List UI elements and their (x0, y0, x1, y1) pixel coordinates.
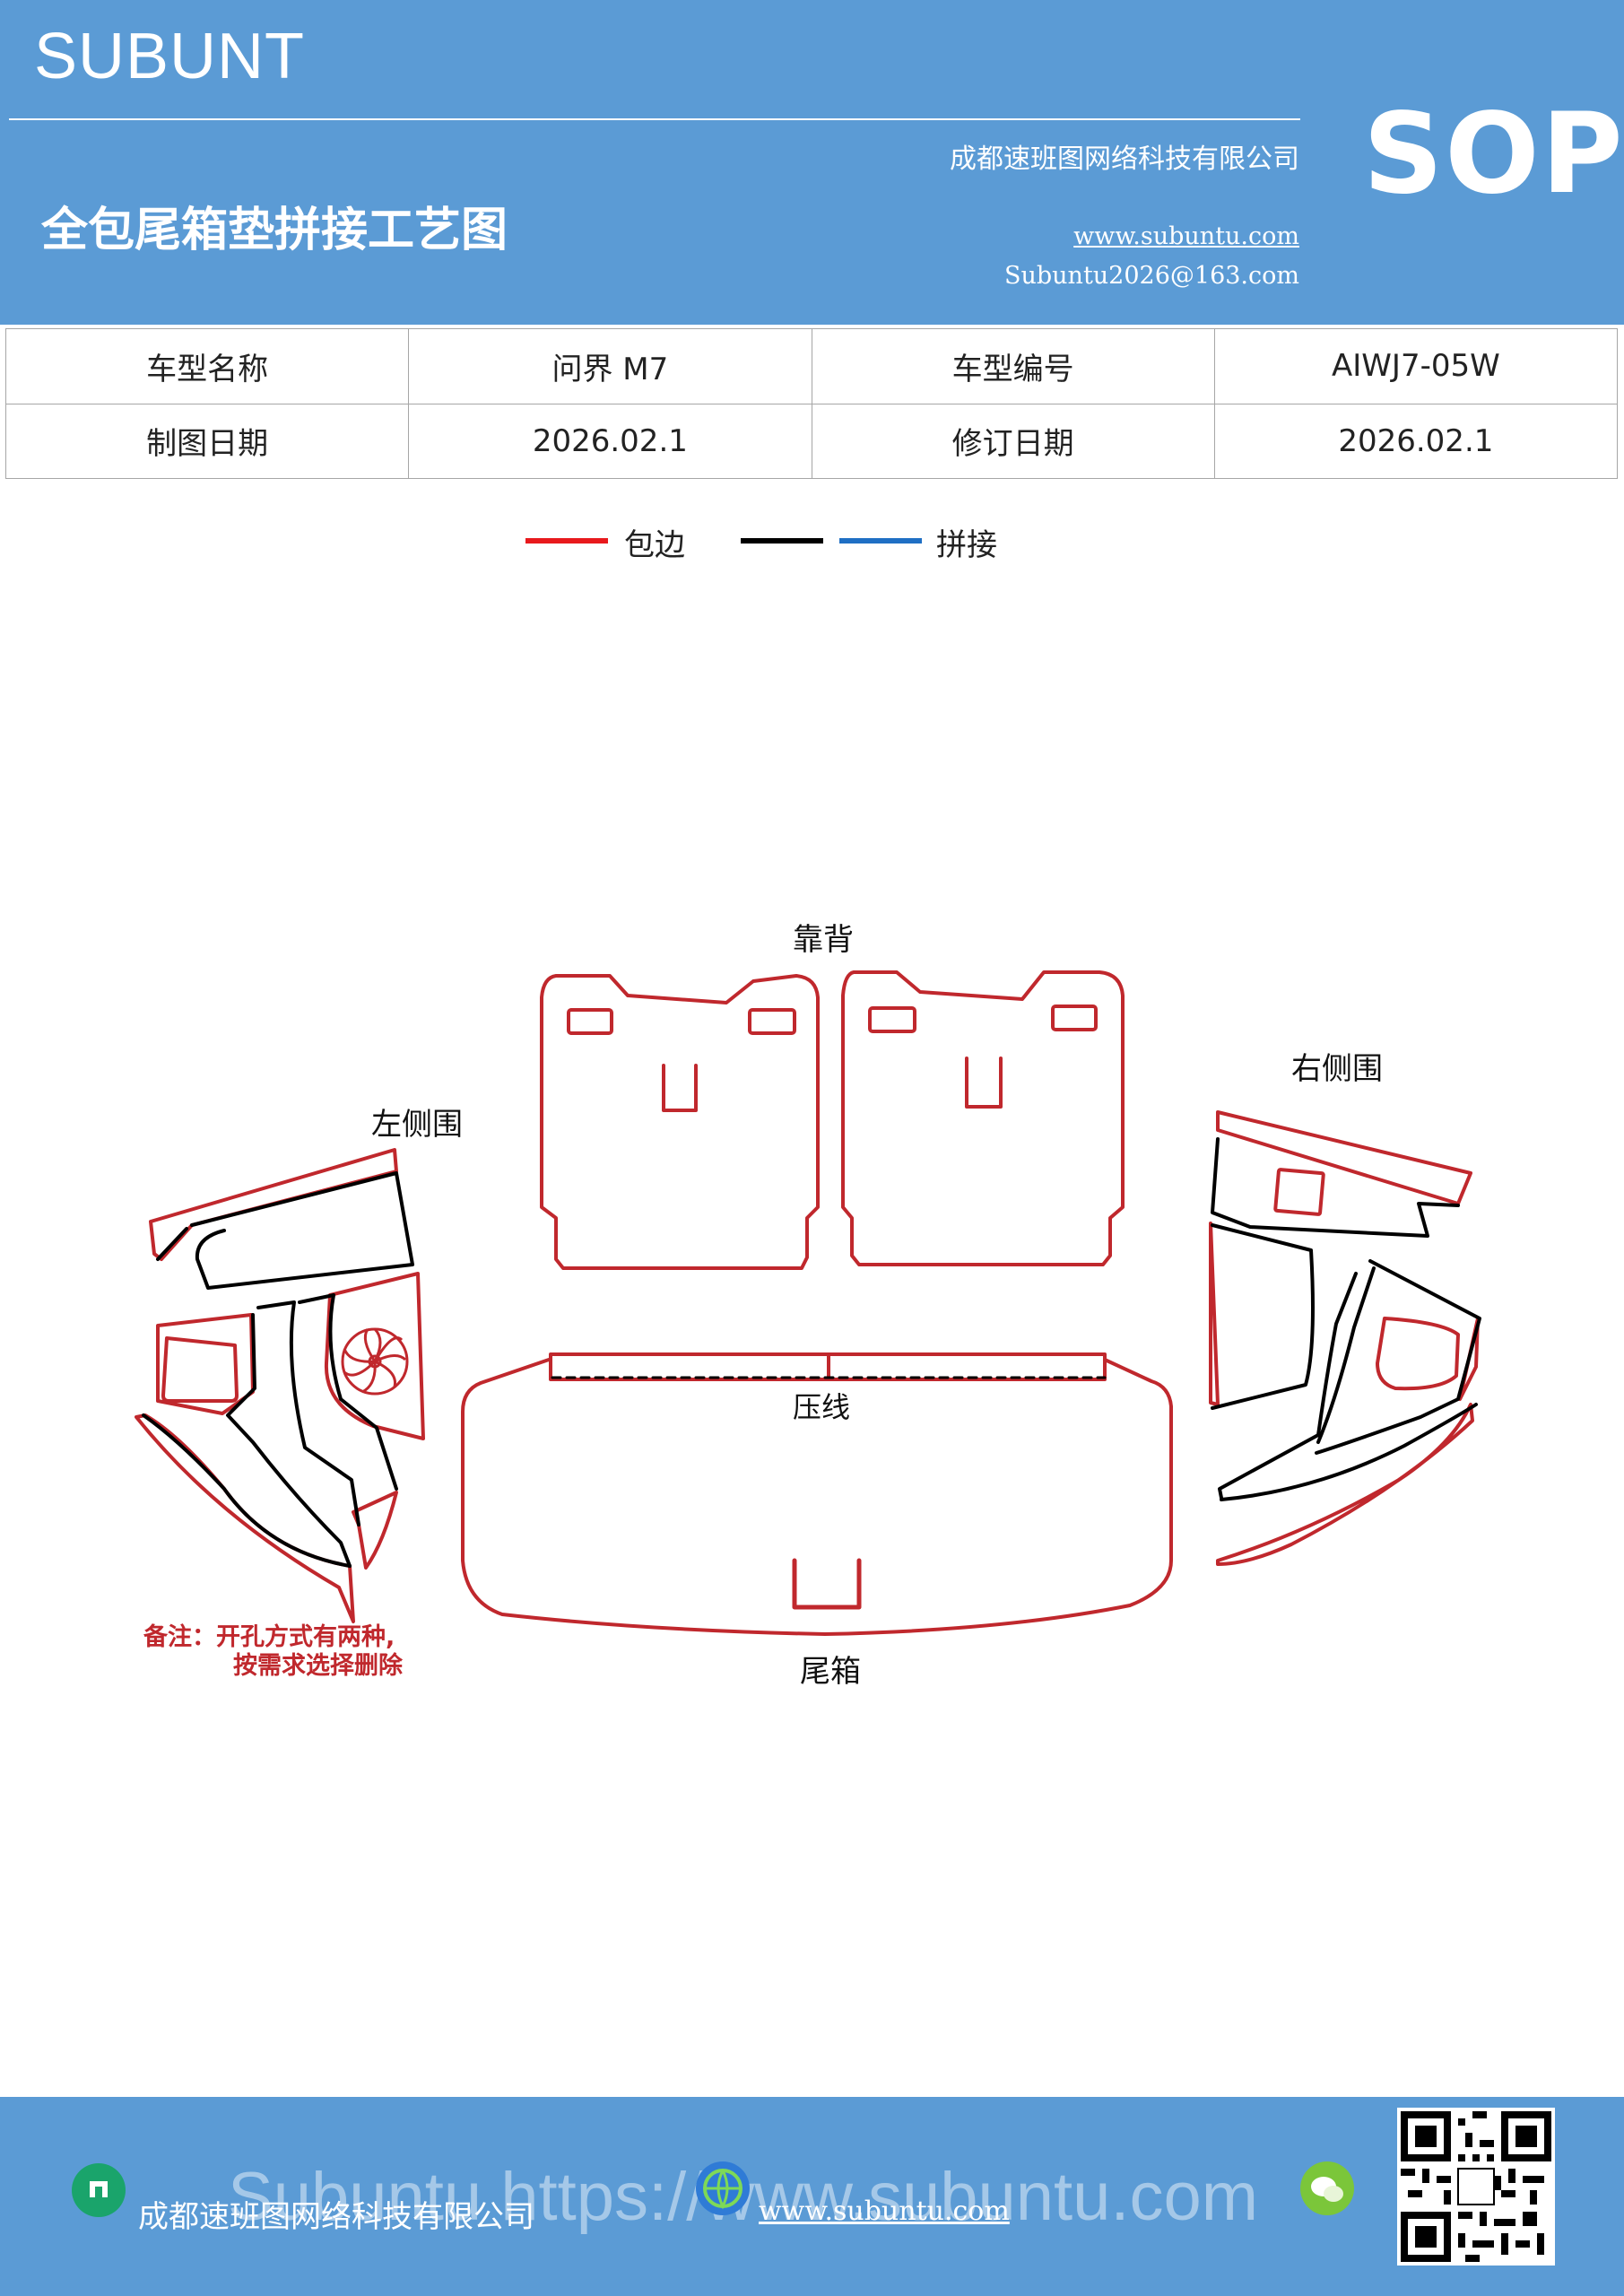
note-line-2: 按需求选择删除 (233, 1652, 403, 1680)
table-row: 车型名称 问界 M7 车型编号 AIWJ7-05W (4, 328, 1619, 404)
left-side-vent-panel (324, 1272, 425, 1440)
right-side-window (1273, 1168, 1325, 1216)
label-right-side: 右侧围 (1291, 1051, 1383, 1087)
document-title: 全包尾箱垫拼接工艺图 (41, 204, 508, 257)
backrest-left-cutout (662, 1064, 698, 1112)
vehicle-info-table: 车型名称 问界 M7 车型编号 AIWJ7-05W 制图日期 2026.02.1… (4, 328, 1619, 479)
right-side-seam-diagonal (1316, 1266, 1376, 1444)
right-side-lower-panel (1216, 1403, 1474, 1566)
right-side-seam-upper (1211, 1137, 1460, 1238)
backrest-left-slot-b (748, 1008, 796, 1035)
left-side-seam-inner (226, 1313, 352, 1568)
table-cell-value: 2026.02.1 (408, 403, 812, 479)
backrest-right-slot-a (868, 1006, 916, 1033)
left-side-seam-mid (156, 1227, 188, 1261)
legend-label-edge: 包边 (624, 527, 685, 563)
trunk-cutout (792, 1558, 862, 1610)
footer-website-link[interactable]: www.subuntu.com (759, 2196, 1010, 2227)
footer-banner: Subuntu https://www.subuntu.com 成都速班图网络科… (0, 2097, 1624, 2296)
backrest-right-panel (841, 970, 1125, 1266)
legend-swatch-edge (525, 538, 608, 544)
trunk-panel (461, 1358, 1173, 1636)
right-side-left-edge (1209, 1222, 1220, 1406)
header-divider (9, 118, 1300, 120)
table-cell-label: 车型名称 (4, 328, 410, 404)
website-link[interactable]: www.subuntu.com (1073, 222, 1299, 250)
left-side-inner-window (161, 1336, 239, 1403)
brand-name: SUBUNT (34, 21, 306, 92)
left-side-tail-edge (352, 1491, 398, 1570)
note-line-1: 备注：开孔方式有两种, (143, 1623, 395, 1651)
cutout-note: 备注：开孔方式有两种, 按需求选择删除 (143, 1623, 403, 1681)
table-row: 制图日期 2026.02.1 修订日期 2026.02.1 (4, 403, 1619, 479)
right-side-seam-lower (1220, 1403, 1478, 1501)
left-side-seam-upper (190, 1171, 414, 1290)
wechat-icon (1300, 2161, 1354, 2215)
email-address[interactable]: Subuntu2026@163.com (1004, 262, 1299, 290)
header-banner: SUBUNT 全包尾箱垫拼接工艺图 成都速班图网络科技有限公司 www.subu… (0, 0, 1624, 325)
legend: 包边 拼接 (0, 520, 1624, 583)
right-side-seam-column (1211, 1223, 1315, 1410)
table-cell-value: 问界 M7 (408, 328, 812, 404)
legend-label-seam: 拼接 (936, 527, 997, 563)
left-side-vent-fan (341, 1327, 409, 1396)
left-side-seam-vent (298, 1293, 398, 1491)
trunk-flap-strip (549, 1352, 1107, 1381)
table-cell-label: 修订日期 (811, 403, 1215, 479)
globe-icon (696, 2161, 750, 2215)
right-side-seam-window (1315, 1259, 1481, 1455)
right-side-inner-window (1376, 1317, 1460, 1391)
table-cell-value: 2026.02.1 (1213, 403, 1619, 479)
table-cell-label: 车型编号 (811, 328, 1215, 404)
table-cell-value: AIWJ7-05W (1213, 328, 1619, 404)
legend-swatch-seam-blue (839, 538, 922, 544)
qr-code (1397, 2108, 1555, 2266)
label-backrest: 靠背 (793, 922, 854, 958)
sop-badge: SOP (1363, 90, 1624, 219)
right-side-seam-inner (1218, 1272, 1358, 1500)
footer-company-name: 成都速班图网络科技有限公司 (138, 2199, 534, 2235)
company-icon (72, 2163, 126, 2217)
left-side-seam-bottom (142, 1413, 352, 1568)
company-name: 成都速班图网络科技有限公司 (950, 144, 1299, 175)
backrest-left-panel (540, 974, 820, 1270)
left-side-seam-column (256, 1300, 360, 1526)
backrest-right-slot-b (1051, 1004, 1098, 1031)
label-trunk: 尾箱 (800, 1654, 861, 1690)
backrest-left-slot-a (567, 1008, 613, 1035)
backrest-right-cutout (965, 1057, 1003, 1109)
left-side-lower-panel (135, 1413, 355, 1623)
left-side-outer-edge (156, 1313, 255, 1415)
legend-swatch-seam-black (741, 538, 823, 544)
label-press-line: 压线 (793, 1390, 851, 1424)
right-side-upper-strip (1216, 1110, 1472, 1205)
label-left-side: 左侧围 (371, 1107, 463, 1143)
table-cell-label: 制图日期 (4, 403, 410, 479)
